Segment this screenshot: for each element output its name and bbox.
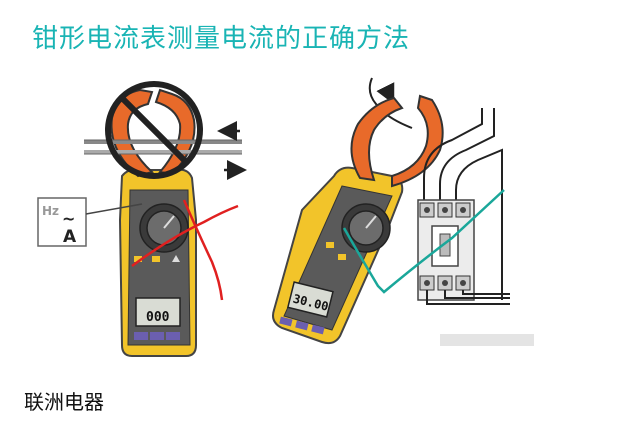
tilde-label: ~ bbox=[62, 209, 75, 228]
left-lcd-reading: 000 bbox=[146, 310, 170, 325]
right-clamp-jaw-right bbox=[391, 94, 444, 188]
callout-leader bbox=[85, 203, 143, 215]
breaker-wire-3 bbox=[455, 148, 503, 300]
prohibition-circle bbox=[105, 81, 203, 179]
footer-brand: 联洲电器 bbox=[24, 390, 104, 414]
left-meter: 000 bbox=[84, 81, 247, 357]
breaker-wire-2 bbox=[439, 108, 495, 200]
breaker-wire-1 bbox=[423, 108, 483, 200]
right-wire-in bbox=[368, 77, 413, 129]
hz-label: Hz bbox=[42, 204, 59, 218]
right-lcd bbox=[286, 281, 334, 318]
page-title: 钳形电流表测量电流的正确方法 bbox=[32, 24, 411, 54]
callout-box bbox=[37, 197, 87, 247]
prohibition-slash bbox=[119, 95, 189, 165]
right-clamp-jaw-left bbox=[350, 96, 404, 182]
right-meter: 30.00 bbox=[272, 77, 444, 345]
teal-check-mark bbox=[342, 189, 505, 294]
hz-amp-callout: Hz ~ A bbox=[37, 197, 143, 247]
red-x-mark bbox=[131, 199, 239, 301]
amp-label: A bbox=[63, 227, 77, 247]
left-lcd bbox=[135, 297, 181, 327]
breaker bbox=[417, 108, 534, 346]
